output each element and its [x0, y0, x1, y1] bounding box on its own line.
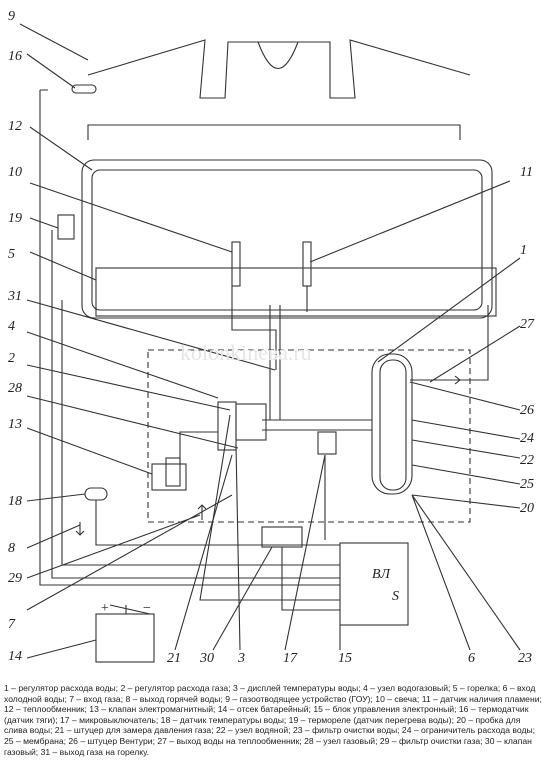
- callout-17: 17: [283, 651, 298, 666]
- callout-16: 16: [8, 49, 22, 64]
- solenoid-valve-13: [151, 463, 187, 491]
- callout-3: 3: [237, 651, 245, 666]
- callout-20: 20: [520, 501, 534, 516]
- callout-8: 8: [8, 541, 15, 556]
- flue-hood: [87, 39, 471, 99]
- callout-6: 6: [468, 651, 475, 666]
- callout-5: 5: [8, 247, 15, 262]
- heat-exchanger-tube: [81, 159, 493, 319]
- callout-23: 23: [518, 651, 532, 666]
- callout-11: 11: [520, 165, 533, 180]
- callout-30: 30: [199, 651, 214, 666]
- callout-29: 29: [8, 571, 22, 586]
- callout-31: 31: [7, 289, 22, 304]
- display-3: [261, 526, 303, 548]
- thermal-relay-19: [57, 214, 75, 240]
- callout-13: 13: [8, 417, 22, 432]
- callout-1: 1: [520, 243, 527, 258]
- callout-28: 28: [8, 381, 22, 396]
- control-unit-s-marking: S: [392, 589, 399, 604]
- callout-15: 15: [338, 651, 352, 666]
- spark-plug-10: [231, 241, 241, 287]
- callout-labels: 9 16 12 10 11 19 5 1 31 27 4 2 26 28 24 13 22 25 18 20 8 29 7 1…: [7, 9, 535, 666]
- callout-10: 10: [8, 165, 22, 180]
- battery-minus-sign: −: [142, 601, 151, 616]
- control-unit-marking: ВЛ: [372, 567, 392, 582]
- heat-exchanger-frame: [87, 124, 461, 140]
- legend-text: 1 – регулятор расхода воды; 2 – регулято…: [4, 683, 542, 757]
- control-unit-15: [339, 542, 409, 626]
- callout-19: 19: [8, 211, 22, 226]
- callout-26: 26: [520, 403, 534, 418]
- watermark-text: kolonkinева.ru: [180, 340, 312, 365]
- microswitch-17: [317, 431, 337, 455]
- callout-22: 22: [520, 453, 534, 468]
- water-unit-22: [371, 353, 413, 495]
- thermal-sensor-16: [71, 84, 97, 94]
- temperature-sensor-18: [84, 487, 108, 501]
- callout-18: 18: [8, 494, 22, 509]
- callout-21: 21: [167, 651, 181, 666]
- battery-compartment-14: [95, 613, 155, 663]
- callout-14: 14: [8, 649, 22, 664]
- callout-27: 27: [520, 317, 535, 332]
- callout-24: 24: [520, 431, 534, 446]
- gas-water-unit-box: [147, 349, 471, 523]
- callout-4: 4: [8, 319, 15, 334]
- battery-plus-sign: +: [100, 601, 109, 616]
- burner: [95, 267, 497, 317]
- callout-25: 25: [520, 477, 534, 492]
- callout-7: 7: [8, 617, 16, 632]
- flue-cone: [257, 41, 299, 70]
- callout-12: 12: [8, 119, 22, 134]
- flame-sensor-11: [302, 241, 312, 287]
- callout-2: 2: [8, 351, 15, 366]
- callout-9: 9: [8, 9, 15, 24]
